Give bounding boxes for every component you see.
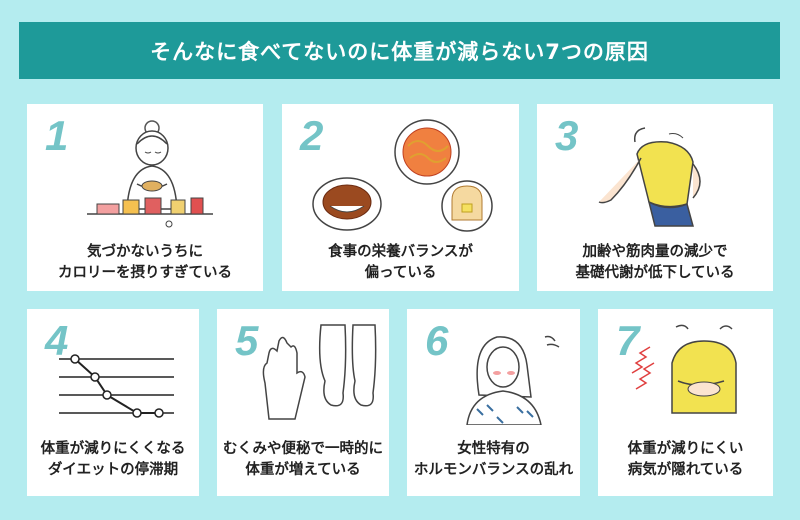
cause-card-3: 3 加齢や筋肉量の減少で 基礎代謝が低下している [537, 104, 773, 291]
cause-card-5: 5 むくみや便秘で一時的に 体重が増えている [217, 309, 389, 496]
caption-line-2: 偏っている [364, 265, 437, 281]
caption-line-2: ホルモンバランスの乱れ [413, 462, 574, 478]
card-caption: 加齢や筋肉量の減少で 基礎代謝が低下している [537, 242, 773, 284]
caption-line-1: 食事の栄養バランスが [328, 244, 473, 260]
card-number: 3 [555, 112, 579, 159]
plateau-graph-illustration [59, 354, 174, 418]
caption-line-1: 気づかないうちに [87, 244, 203, 260]
card-caption: 体重が減りにくくなる ダイエットの停滞期 [27, 439, 199, 481]
swollen-hand-legs-illustration [262, 324, 377, 420]
cause-card-1: 1 気づかないうちに カロリーを摂りすぎている [27, 104, 263, 291]
card-number: 2 [300, 112, 324, 159]
caption-line-1: 体重が減りにくい [627, 441, 744, 457]
woman-back-pain-illustration [598, 127, 701, 227]
page-title: そんなに食べてないのに体重が減らない7つの原因 [19, 22, 780, 79]
card-number: 6 [425, 317, 449, 364]
woman-eating-illustration [87, 120, 213, 228]
card-caption: 食事の栄養バランスが 偏っている [282, 242, 519, 284]
card-number: 4 [45, 317, 69, 364]
caption-line-1: 加齢や筋肉量の減少で [582, 244, 728, 260]
cause-card-7: 7 体重が減りにくい 病気が隠れている [598, 309, 773, 496]
card-number: 7 [616, 317, 640, 364]
curry-and-toast-illustration [312, 119, 493, 232]
cause-card-2: 2 食事の栄養バランスが 偏っている [282, 104, 519, 291]
woman-stomach-pain-illustration [631, 324, 737, 414]
caption-line-1: 体重が減りにくくなる [40, 441, 186, 457]
stressed-woman-illustration [466, 335, 560, 425]
caption-line-1: むくみや便秘で一時的に [222, 441, 384, 457]
caption-line-1: 女性特有の [457, 441, 530, 457]
cause-card-4: 4 体重が減りにくくなる ダイエットの停滞期 [27, 309, 199, 496]
caption-line-2: カロリーを摂りすぎている [58, 265, 232, 281]
caption-line-2: ダイエットの停滞期 [47, 462, 179, 478]
caption-line-2: 基礎代謝が低下している [575, 265, 735, 281]
card-caption: 気づかないうちに カロリーを摂りすぎている [27, 242, 263, 284]
cause-card-6: 6 女性特有の ホルモンバランスの乱れ [407, 309, 580, 496]
card-number: 5 [235, 317, 259, 364]
card-caption: むくみや便秘で一時的に 体重が増えている [217, 439, 389, 481]
caption-line-2: 病気が隠れている [627, 462, 744, 478]
card-number: 1 [45, 112, 69, 159]
caption-line-2: 体重が増えている [245, 462, 361, 478]
card-caption: 女性特有の ホルモンバランスの乱れ [407, 439, 580, 481]
card-caption: 体重が減りにくい 病気が隠れている [598, 439, 773, 481]
